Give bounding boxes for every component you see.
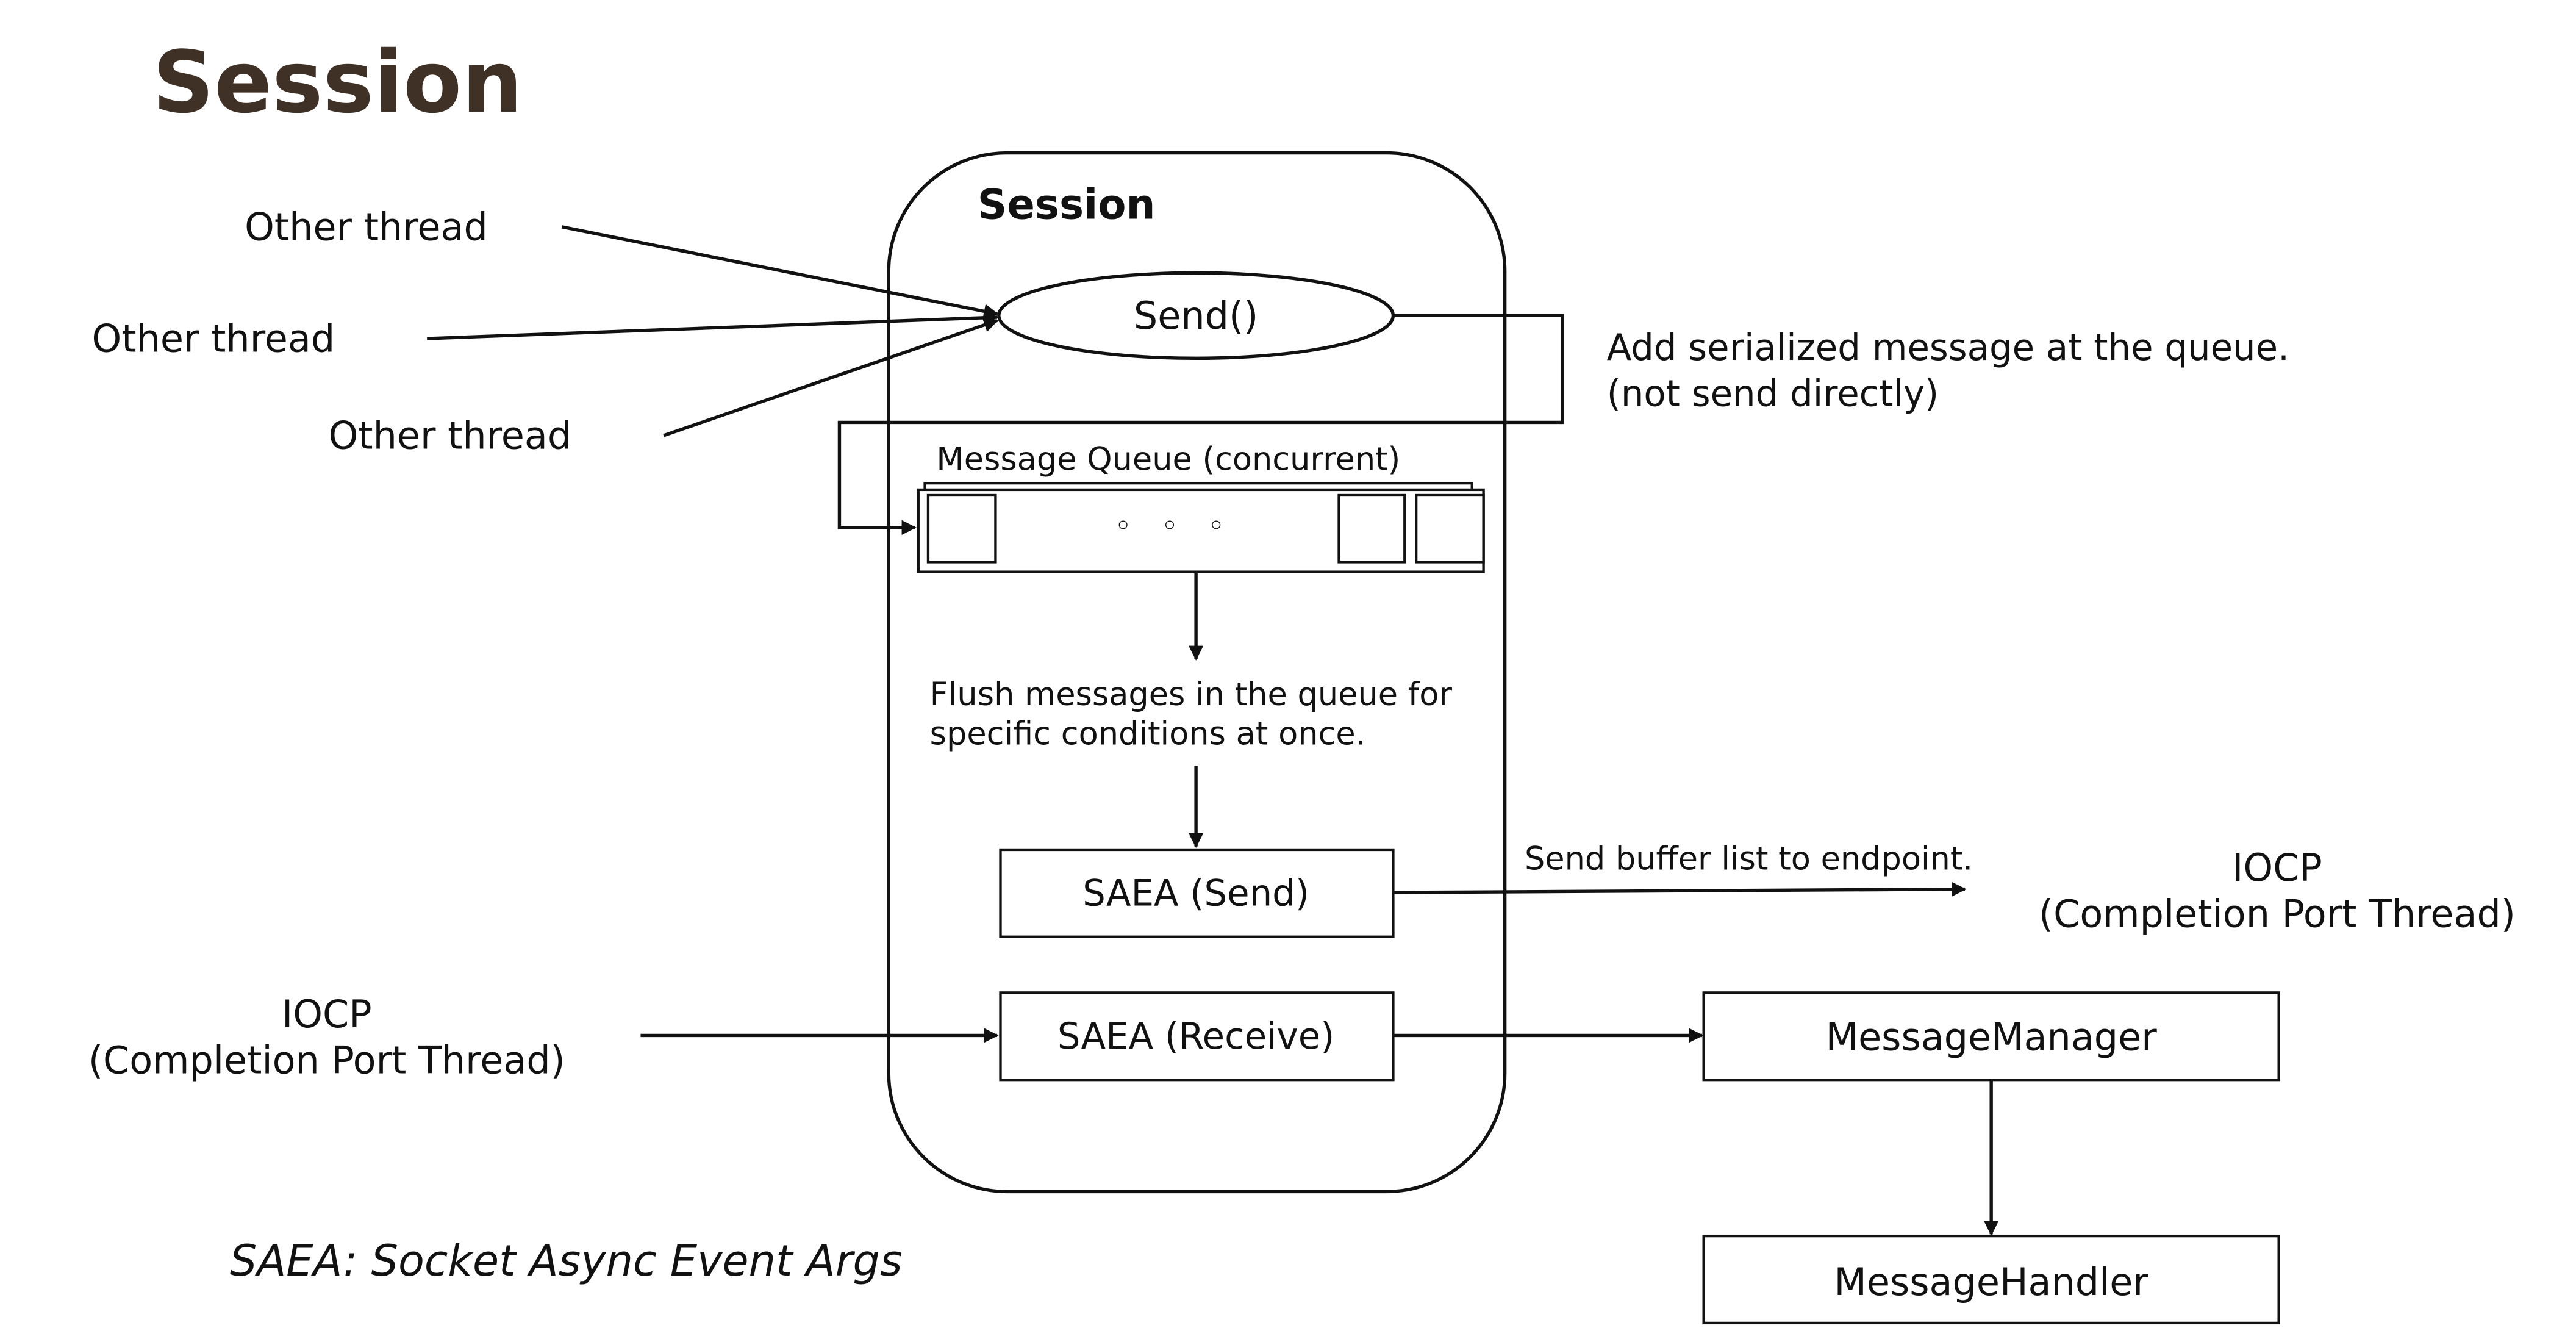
iocp-receive-title: IOCP [282, 992, 372, 1036]
arrow-send-to-queue [837, 314, 1564, 535]
arrow-thread-3-to-send [663, 318, 999, 437]
arrow-thread-1-to-send [561, 225, 999, 319]
message-queue-label: Message Queue (concurrent) [936, 441, 1400, 478]
other-thread-label-2: Other thread [92, 317, 335, 361]
message-handler-label: MessageHandler [1834, 1260, 2148, 1304]
other-thread-label-1: Other thread [245, 204, 488, 249]
queue-slot-2 [1337, 493, 1406, 564]
queue-ellipsis: ◦ ◦ ◦ [1114, 509, 1234, 543]
iocp-send-title: IOCP [2232, 845, 2322, 890]
flush-note-line-1: Flush messages in the queue for [930, 676, 1453, 713]
arrow-saea-send-to-iocp [1393, 881, 1967, 897]
message-manager-label: MessageManager [1826, 1015, 2158, 1060]
saea-receive-box [999, 991, 1395, 1082]
message-manager-box [1702, 991, 2280, 1082]
session-box-title: Session [978, 180, 1156, 228]
page-title: Session [152, 33, 523, 132]
enqueue-note-line-2: (not send directly) [1607, 372, 1939, 414]
send-buffer-note: Send buffer list to endpoint. [1525, 840, 1973, 877]
arrow-thread-2-to-send [427, 310, 999, 340]
other-thread-label-3: Other thread [329, 414, 572, 458]
enqueue-note-line-1: Add serialized message at the queue. [1607, 326, 2289, 368]
iocp-receive-subtitle: (Completion Port Thread) [88, 1038, 565, 1082]
saea-receive-label: SAEA (Receive) [1057, 1015, 1334, 1057]
send-method-node [997, 271, 1395, 361]
send-method-label: Send() [1134, 293, 1258, 338]
session-container [887, 151, 1507, 1194]
flush-note-line-2: specific conditions at once. [930, 716, 1366, 753]
queue-slot-3 [1415, 493, 1485, 564]
saea-send-box [999, 848, 1395, 938]
iocp-send-subtitle: (Completion Port Thread) [2039, 892, 2516, 936]
footnote-saea-definition: SAEA: Socket Async Event Args [230, 1236, 903, 1286]
message-handler-box [1702, 1234, 2280, 1325]
queue-slot-1 [926, 493, 997, 564]
saea-send-label: SAEA (Send) [1082, 872, 1309, 914]
